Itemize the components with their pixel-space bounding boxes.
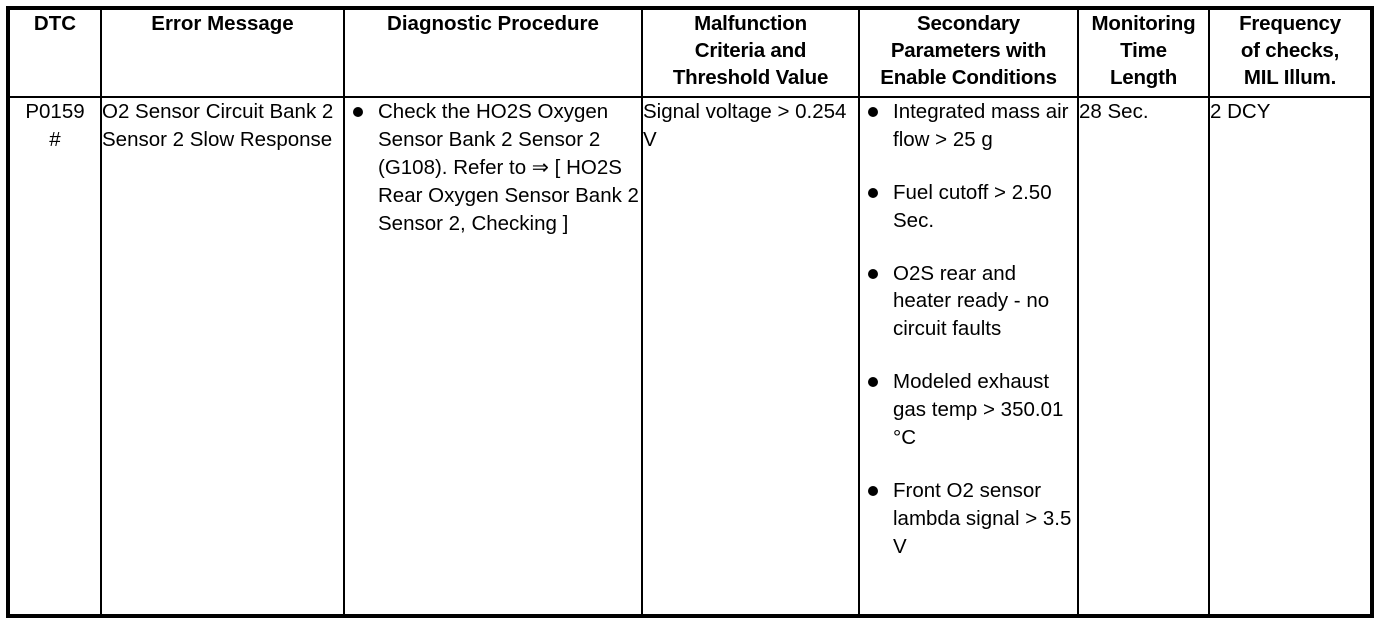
diagnostic-procedure-text: Check the HO2S Oxygen Sensor Bank 2 Sens… xyxy=(378,100,639,235)
table-header: DTC Error Message Diagnostic Procedure M… xyxy=(7,7,1373,98)
cell-monitoring-time-length: 28 Sec. xyxy=(1077,96,1210,617)
column-header-frequency-line2: of checks, xyxy=(1240,39,1340,63)
column-header-monitoring-time: Monitoring Time Length xyxy=(1077,7,1210,98)
diagnostic-procedure-list: Check the HO2S Oxygen Sensor Bank 2 Sens… xyxy=(345,98,641,237)
frequency-of-checks-text: 2 DCY xyxy=(1210,100,1271,123)
secondary-parameter-text: Modeled exhaust gas temp > 350.01 °C xyxy=(893,370,1064,449)
dtc-diagnostic-table: DTC Error Message Diagnostic Procedure M… xyxy=(6,6,1374,618)
header-row: DTC Error Message Diagnostic Procedure M… xyxy=(7,7,1373,98)
column-header-monitoring-line1: Monitoring xyxy=(1091,12,1196,35)
column-header-dtc-label: DTC xyxy=(33,12,77,35)
column-header-frequency-line3: MIL Illum. xyxy=(1243,66,1337,90)
table-body: P0159 # O2 Sensor Circuit Bank 2 Sensor … xyxy=(7,96,1373,617)
dtc-marker: # xyxy=(49,127,61,151)
monitoring-time-length-text: 28 Sec. xyxy=(1079,100,1149,123)
column-header-monitoring-line2: Time xyxy=(1120,39,1167,63)
column-header-secondary-parameters: Secondary Parameters with Enable Conditi… xyxy=(858,7,1079,98)
column-header-malfunction-line1: Malfunction xyxy=(694,12,807,35)
list-item: Front O2 sensor lambda signal > 3.5 V xyxy=(860,477,1077,561)
column-header-secondary-line2: Parameters with xyxy=(890,39,1047,63)
column-header-error-message-label: Error Message xyxy=(151,12,294,35)
column-header-malfunction-line2: Criteria and xyxy=(694,39,807,63)
column-header-diagnostic-procedure: Diagnostic Procedure xyxy=(343,7,643,98)
list-item: Check the HO2S Oxygen Sensor Bank 2 Sens… xyxy=(345,98,641,237)
column-header-secondary-line1: Secondary xyxy=(916,12,1021,35)
secondary-parameter-text: Fuel cutoff > 2.50 Sec. xyxy=(893,180,1052,232)
secondary-parameter-text: O2S rear and heater ready - no circuit f… xyxy=(893,261,1050,341)
list-item: Fuel cutoff > 2.50 Sec. xyxy=(860,179,1077,235)
column-header-dtc: DTC xyxy=(7,7,102,98)
table-row: P0159 # O2 Sensor Circuit Bank 2 Sensor … xyxy=(7,96,1373,617)
list-item: Modeled exhaust gas temp > 350.01 °C xyxy=(860,368,1077,452)
cell-diagnostic-procedure: Check the HO2S Oxygen Sensor Bank 2 Sens… xyxy=(343,96,643,617)
cell-dtc: P0159 # xyxy=(7,96,102,617)
cell-frequency-of-checks: 2 DCY xyxy=(1208,96,1373,617)
column-header-malfunction-criteria: Malfunction Criteria and Threshold Value xyxy=(641,7,860,98)
column-header-malfunction-line3: Threshold Value xyxy=(672,66,829,90)
column-header-diagnostic-procedure-label: Diagnostic Procedure xyxy=(387,12,599,35)
column-header-frequency-line1: Frequency xyxy=(1239,12,1341,35)
dtc-code: P0159 xyxy=(25,100,85,123)
malfunction-criteria-text: Signal voltage > 0.254 V xyxy=(643,100,847,151)
column-header-frequency-checks: Frequency of checks, MIL Illum. xyxy=(1208,7,1373,98)
secondary-parameter-text: Front O2 sensor lambda signal > 3.5 V xyxy=(893,478,1072,558)
list-item: Integrated mass air flow > 25 g xyxy=(860,98,1077,154)
cell-malfunction-criteria: Signal voltage > 0.254 V xyxy=(641,96,860,617)
cell-error-message: O2 Sensor Circuit Bank 2 Sensor 2 Slow R… xyxy=(100,96,345,617)
column-header-secondary-line3: Enable Conditions xyxy=(880,66,1057,90)
secondary-parameters-list: Integrated mass air flow > 25 g Fuel cut… xyxy=(860,98,1077,560)
list-item: O2S rear and heater ready - no circuit f… xyxy=(860,260,1077,344)
secondary-parameter-text: Integrated mass air flow > 25 g xyxy=(893,100,1069,151)
cell-secondary-parameters: Integrated mass air flow > 25 g Fuel cut… xyxy=(858,96,1079,617)
error-message-text: O2 Sensor Circuit Bank 2 Sensor 2 Slow R… xyxy=(102,100,334,151)
column-header-monitoring-line3: Length xyxy=(1109,66,1178,90)
column-header-error-message: Error Message xyxy=(100,7,345,98)
